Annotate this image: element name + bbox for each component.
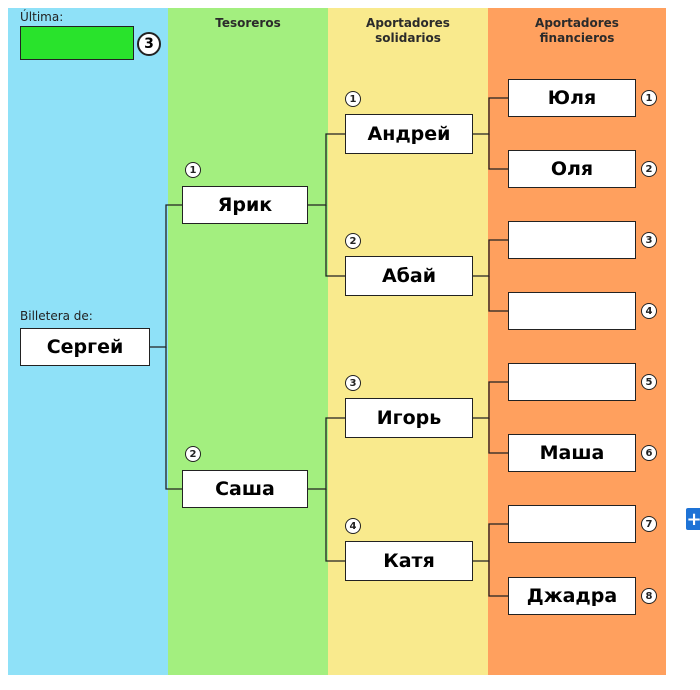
- solidarity-box[interactable]: Катя: [345, 541, 473, 581]
- treasurer-box[interactable]: Ярик: [182, 186, 308, 224]
- treasurer-number-badge: 1: [185, 162, 201, 178]
- financial-number-badge: 6: [641, 445, 657, 461]
- column-header-solidarity-line1: Aportadores: [366, 16, 450, 30]
- financial-number-badge: 8: [641, 588, 657, 604]
- financial-box[interactable]: [508, 221, 636, 259]
- financial-number-badge: 5: [641, 374, 657, 390]
- column-header-financial-line2: financieros: [539, 31, 615, 45]
- column-financial: Aportadores financieros: [488, 8, 666, 675]
- solidarity-box[interactable]: Игорь: [345, 398, 473, 438]
- column-treasurers: Tesoreros: [168, 8, 328, 675]
- solidarity-box[interactable]: Андрей: [345, 114, 473, 154]
- financial-number-badge: 3: [641, 232, 657, 248]
- solidarity-number-badge: 2: [345, 233, 361, 249]
- financial-number-badge: 7: [641, 516, 657, 532]
- column-header-solidarity-line2: solidarios: [375, 31, 441, 45]
- column-header-financial: Aportadores financieros: [488, 16, 666, 46]
- column-header-solidarity: Aportadores solidarios: [328, 16, 488, 46]
- solidarity-number-badge: 3: [345, 375, 361, 391]
- solidarity-box[interactable]: Абай: [345, 256, 473, 296]
- financial-box[interactable]: [508, 292, 636, 330]
- financial-box[interactable]: Оля: [508, 150, 636, 188]
- last-color-swatch: [20, 26, 134, 60]
- column-header-financial-line1: Aportadores: [535, 16, 619, 30]
- financial-number-badge: 4: [641, 303, 657, 319]
- solidarity-number-badge: 1: [345, 91, 361, 107]
- last-label: Última:: [20, 10, 64, 24]
- column-header-treasurers: Tesoreros: [215, 16, 281, 30]
- treasurer-number-badge: 2: [185, 446, 201, 462]
- financial-box[interactable]: Юля: [508, 79, 636, 117]
- financial-number-badge: 2: [641, 161, 657, 177]
- wallet-owner-box[interactable]: Сергей: [20, 328, 150, 366]
- financial-number-badge: 1: [641, 90, 657, 106]
- financial-box[interactable]: [508, 505, 636, 543]
- wallet-label: Billetera de:: [20, 309, 93, 323]
- plus-icon[interactable]: +: [686, 508, 700, 530]
- solidarity-number-badge: 4: [345, 518, 361, 534]
- last-number-badge: 3: [137, 32, 161, 56]
- treasurer-box[interactable]: Саша: [182, 470, 308, 508]
- financial-box[interactable]: Джадра: [508, 577, 636, 615]
- financial-box[interactable]: Маша: [508, 434, 636, 472]
- financial-box[interactable]: [508, 363, 636, 401]
